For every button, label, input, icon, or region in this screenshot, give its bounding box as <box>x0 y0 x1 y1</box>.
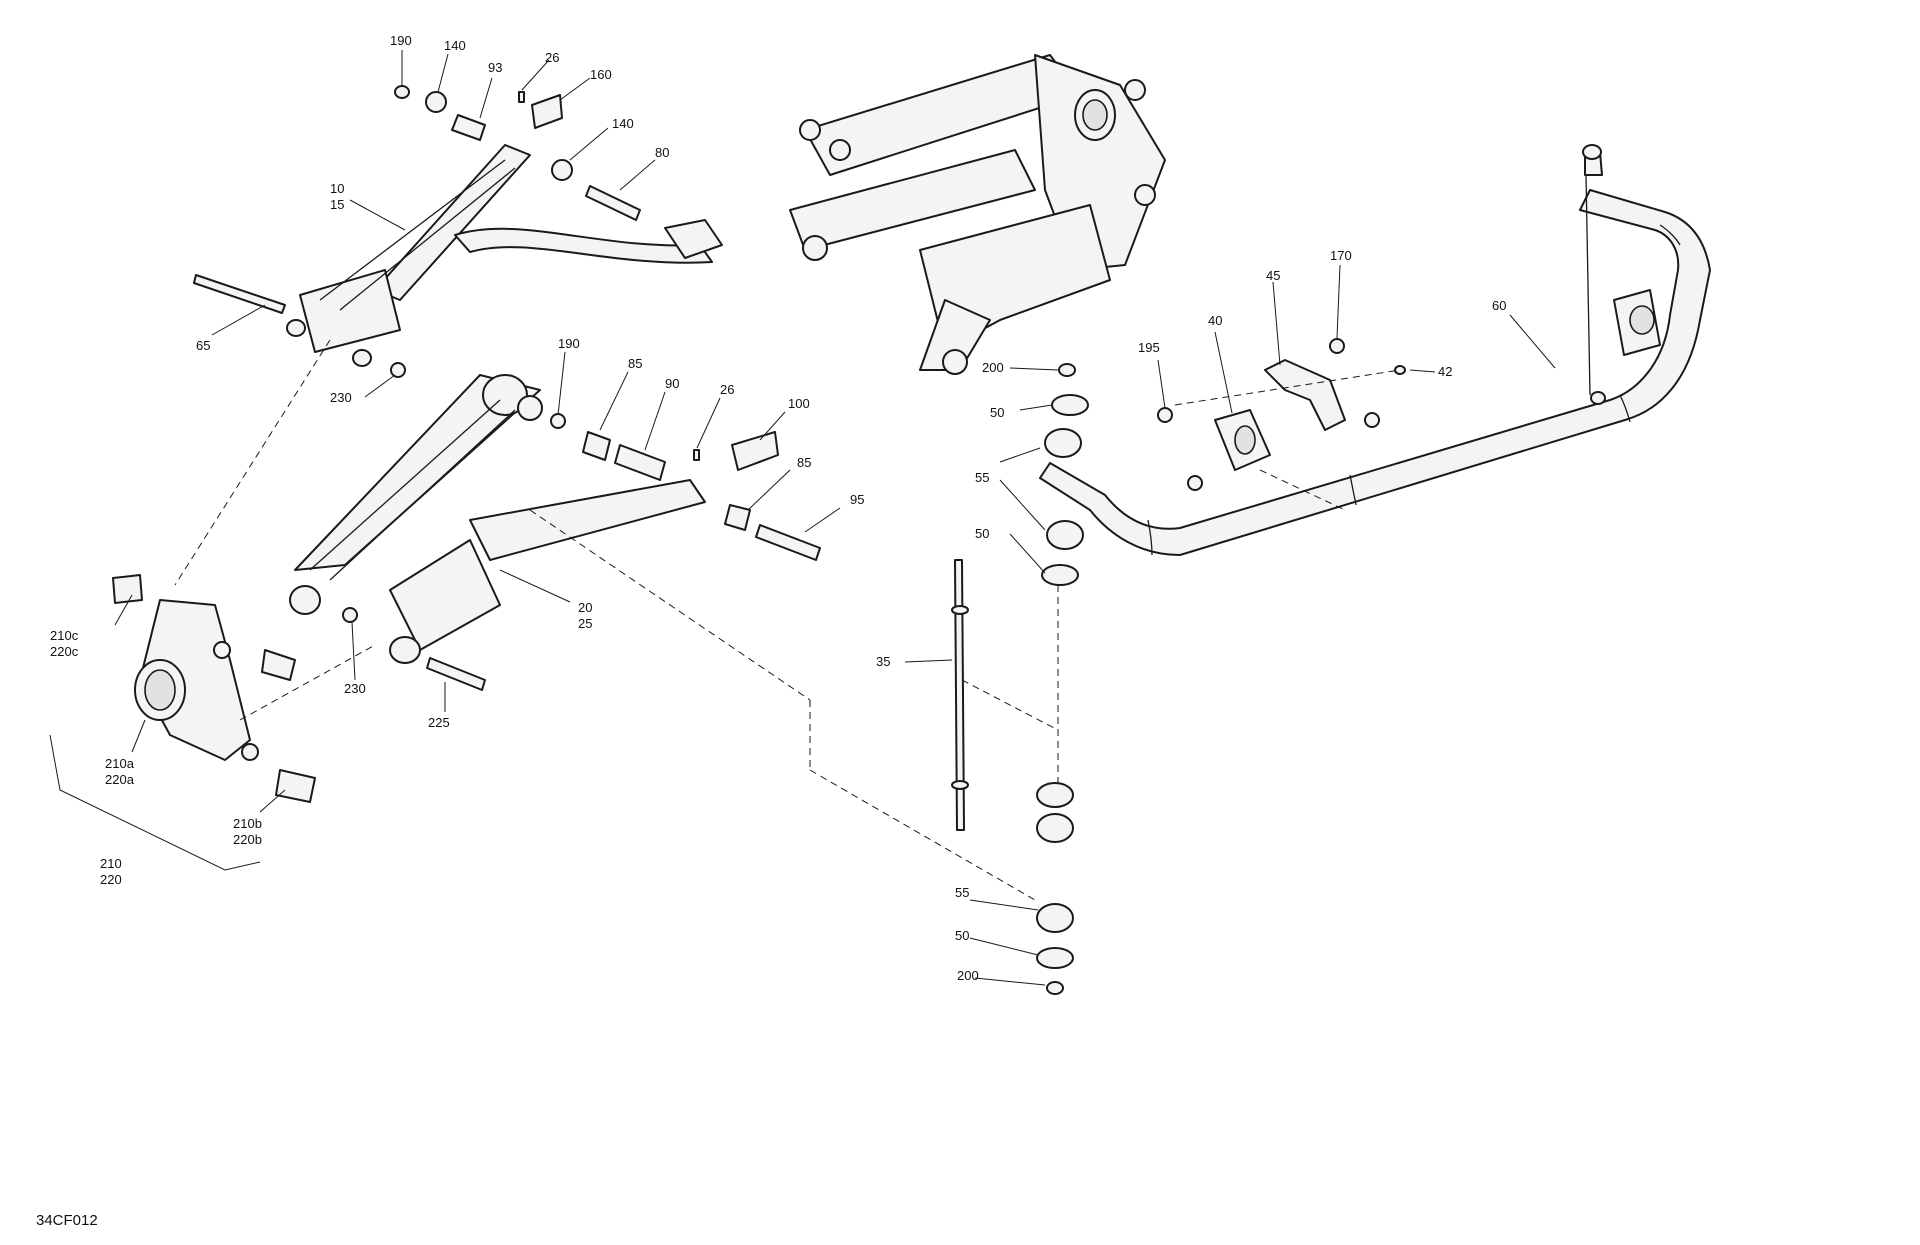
callout-210c: 210c <box>50 628 79 643</box>
leader-lines <box>49 50 1556 986</box>
callout-15: 15 <box>330 197 344 212</box>
callout-85-lower: 85 <box>797 455 811 470</box>
callout-26-lower: 26 <box>720 382 734 397</box>
callout-26-upper: 26 <box>545 50 559 65</box>
callout-85-upper: 85 <box>628 356 642 371</box>
knuckle <box>112 574 316 803</box>
callout-93: 93 <box>488 60 502 75</box>
callouts: 10 15 65 230 190 140 93 26 160 140 80 19… <box>50 33 1506 983</box>
callout-160: 160 <box>590 67 612 82</box>
callout-80: 80 <box>655 145 669 160</box>
callout-50-lower: 50 <box>955 928 969 943</box>
callout-100: 100 <box>788 396 810 411</box>
callout-65: 65 <box>196 338 210 353</box>
frame-assembly <box>789 54 1166 375</box>
callout-45: 45 <box>1266 268 1280 283</box>
callout-210: 210 <box>100 856 122 871</box>
callout-225: 225 <box>428 715 450 730</box>
callout-190-upper: 190 <box>390 33 412 48</box>
callout-140-lower: 140 <box>612 116 634 131</box>
link-bushings <box>1036 363 1089 995</box>
callout-20: 20 <box>578 600 592 615</box>
callout-220c: 220c <box>50 644 79 659</box>
callout-55-lower: 55 <box>955 885 969 900</box>
callout-90: 90 <box>665 376 679 391</box>
stabilizer-bar <box>1039 144 1711 556</box>
callout-50-middle: 50 <box>975 526 989 541</box>
callout-140-upper: 140 <box>444 38 466 53</box>
upper-a-arm <box>286 144 723 367</box>
callout-60: 60 <box>1492 298 1506 313</box>
callout-10: 10 <box>330 181 344 196</box>
stabilizer-link <box>951 559 969 831</box>
assembly-lines <box>174 339 1401 901</box>
callout-50-upper: 50 <box>990 405 1004 420</box>
upper-arm-hardware <box>193 85 641 378</box>
callout-195: 195 <box>1138 340 1160 355</box>
callout-210b: 210b <box>233 816 262 831</box>
callout-95: 95 <box>850 492 864 507</box>
stabilizer-bushing-bracket <box>1157 338 1406 491</box>
callout-220a: 220a <box>105 772 135 787</box>
callout-55-upper: 55 <box>975 470 989 485</box>
callout-42: 42 <box>1438 364 1452 379</box>
callout-220: 220 <box>100 872 122 887</box>
callout-200-lower: 200 <box>957 968 979 983</box>
callout-230-upper: 230 <box>330 390 352 405</box>
callout-170: 170 <box>1330 248 1352 263</box>
callout-210a: 210a <box>105 756 135 771</box>
callout-190-lower: 190 <box>558 336 580 351</box>
diagram-reference-code: 34CF012 <box>36 1212 98 1229</box>
callout-25: 25 <box>578 616 592 631</box>
callout-220b: 220b <box>233 832 262 847</box>
callout-35: 35 <box>876 654 890 669</box>
lower-a-arm <box>289 374 706 664</box>
lower-arm-hardware <box>342 413 821 691</box>
callout-200-upper: 200 <box>982 360 1004 375</box>
callout-230-lower: 230 <box>344 681 366 696</box>
callout-40: 40 <box>1208 313 1222 328</box>
